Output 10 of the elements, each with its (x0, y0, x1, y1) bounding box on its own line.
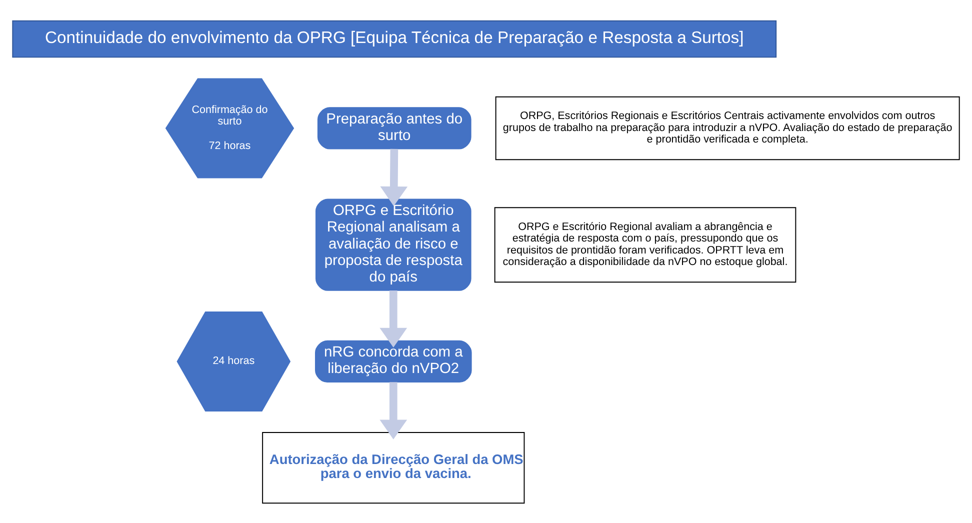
arrow (380, 382, 408, 439)
node-box: Continuidade do envolvimento da OPRG [Equipa Técnica de Preparação e Resposta a Surtos] (12, 20, 777, 58)
node-box: Autorização da Direcção Geral da OMS para o envio da vacina. (262, 432, 525, 504)
node-box: ORPG e Escritório Regional analisam a avaliação de risco e proposta de resposta do país (315, 198, 472, 290)
node-box: Preparação antes do surto (317, 106, 472, 149)
arrow (380, 148, 408, 206)
arrow (380, 290, 408, 347)
node-box: nRG concorda com a liberação do nVPO2 (315, 340, 472, 382)
node-box: ORPG e Escritório Regional avaliam a abrangência e estratégia de resposta com o país, pressupondo que os requisitos de prontidão foram verificados. OPRTT leva em consideração a disponibilidade da nVPO no estoque global. (494, 206, 796, 282)
node-box: ORPG, Escritórios Regionais e Escritórios Centrais activamente envolvidos com outros grupos de trabalho na preparação para introduzir a nVPO. Avaliação do estado de preparação e prontidão verificada e completa. (495, 96, 960, 160)
